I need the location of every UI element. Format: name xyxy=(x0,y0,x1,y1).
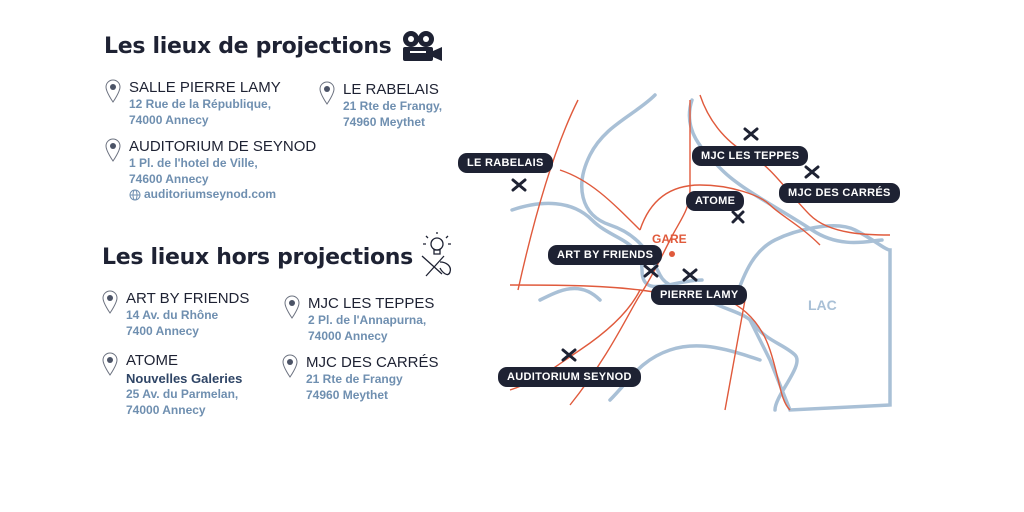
address-line: 74000 Annecy xyxy=(129,112,209,127)
map-label-teppes[interactable]: MJC LES TEPPES xyxy=(692,146,809,166)
venue-name: MJC LES TEPPES xyxy=(308,295,435,312)
map-label-carres[interactable]: MJC DES CARRÉS xyxy=(779,183,900,203)
address-line: 14 Av. du Rhône xyxy=(126,308,219,322)
venue-auditorium-seynod[interactable]: AUDITORIUM DE SEYNOD 1 Pl. de l'hotel de… xyxy=(105,138,317,203)
venue-name: LE RABELAIS xyxy=(343,81,439,98)
projections-title: Les lieux de projections xyxy=(104,34,392,59)
map-label-artbyfriends[interactable]: ART BY FRIENDS xyxy=(548,245,663,265)
location-pin-icon xyxy=(282,354,298,378)
address-line: 21 Rte de Frangy xyxy=(306,372,403,386)
venue-le-rabelais[interactable]: LE RABELAIS 21 Rte de Frangy, 74960 Meyt… xyxy=(319,81,443,130)
roads xyxy=(509,94,891,411)
map-label-auditorium[interactable]: AUDITORIUM SEYNOD xyxy=(498,367,641,387)
venue-name: ATOME xyxy=(126,352,178,369)
marker-rabelais xyxy=(511,178,527,192)
address-line: 1 Pl. de l'hotel de Ville, xyxy=(129,156,258,170)
address-line: 74960 Meythet xyxy=(306,387,389,402)
venue-name: SALLE PIERRE LAMY xyxy=(129,79,281,96)
venue-subtitle: Nouvelles Galeries xyxy=(126,371,243,386)
lightbulb-tools-icon xyxy=(421,232,452,277)
film-camera-icon xyxy=(403,31,442,61)
map-label-rabelais[interactable]: LE RABELAIS xyxy=(458,153,553,173)
map-label-lac: LAC xyxy=(808,297,837,313)
address-line: 74000 Annecy xyxy=(308,328,388,343)
venue-atome[interactable]: ATOME Nouvelles Galeries 25 Av. du Parme… xyxy=(102,352,243,418)
address-line: 12 Rue de la République, xyxy=(129,97,272,111)
location-pin-icon xyxy=(319,81,335,105)
address-line: 7400 Annecy xyxy=(126,323,199,338)
hors-projections-title: Les lieux hors projections xyxy=(102,245,413,270)
venue-markers xyxy=(511,127,820,362)
map-label-gare: GARE xyxy=(652,232,687,246)
globe-icon xyxy=(129,189,141,201)
address-line: 74000 Annecy xyxy=(126,402,206,417)
address-line: 25 Av. du Parmelan, xyxy=(126,387,239,401)
venue-name: MJC DES CARRÉS xyxy=(306,354,439,371)
address-line: 74600 Annecy xyxy=(129,171,209,186)
address-line: 74960 Meythet xyxy=(343,114,426,129)
venue-art-by-friends[interactable]: ART BY FRIENDS 14 Av. du Rhône 7400 Anne… xyxy=(102,290,250,339)
map[interactable] xyxy=(500,90,900,415)
map-label-atome[interactable]: ATOME xyxy=(686,191,745,211)
venue-salle-pierre-lamy[interactable]: SALLE PIERRE LAMY 12 Rue de la Républiqu… xyxy=(105,79,281,128)
location-pin-icon xyxy=(105,79,121,103)
address-line: 2 Pl. de l'Annapurna, xyxy=(308,313,427,327)
gare-marker xyxy=(669,251,675,257)
map-label-pierrelamy[interactable]: PIERRE LAMY xyxy=(651,285,748,305)
location-pin-icon xyxy=(284,295,300,319)
venue-mjc-des-carres[interactable]: MJC DES CARRÉS 21 Rte de Frangy 74960 Me… xyxy=(282,354,439,403)
venue-name: ART BY FRIENDS xyxy=(126,290,250,307)
location-pin-icon xyxy=(102,352,118,376)
location-pin-icon xyxy=(105,138,121,162)
location-pin-icon xyxy=(102,290,118,314)
venue-mjc-les-teppes[interactable]: MJC LES TEPPES 2 Pl. de l'Annapurna, 740… xyxy=(284,295,435,344)
website-link[interactable]: auditoriumseynod.com xyxy=(144,187,277,201)
venue-name: AUDITORIUM DE SEYNOD xyxy=(129,138,317,155)
address-line: 21 Rte de Frangy, xyxy=(343,99,443,113)
